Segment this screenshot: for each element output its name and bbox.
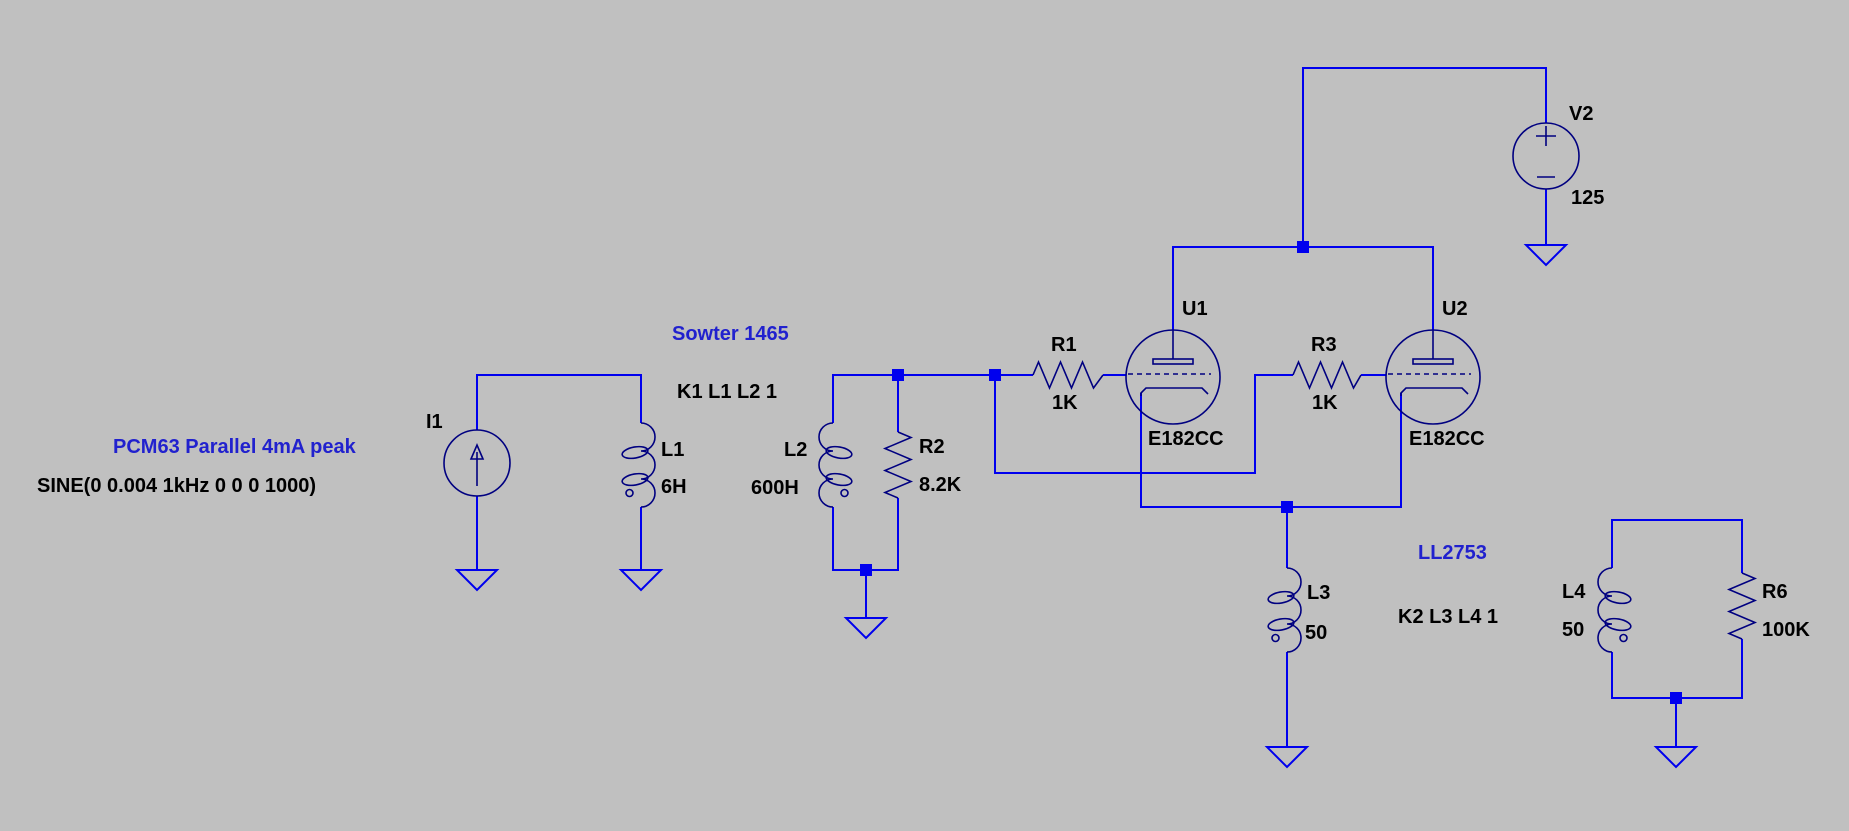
- inductor-l3-symbol[interactable]: [1266, 567, 1302, 653]
- directive-i1-sine[interactable]: SINE(0 0.004 1kHz 0 0 0 1000): [37, 475, 317, 497]
- label-r3-name[interactable]: R3: [1311, 334, 1337, 356]
- ground-symbols: [456, 244, 1697, 768]
- label-l4-value[interactable]: 50: [1562, 619, 1585, 641]
- inductor-l2-symbol[interactable]: [818, 422, 854, 508]
- comment-input-transformer[interactable]: Sowter 1465: [672, 323, 789, 345]
- triode-u1-symbol[interactable]: [1125, 329, 1221, 425]
- label-u2-value[interactable]: E182CC: [1409, 428, 1485, 450]
- label-r6-name[interactable]: R6: [1762, 581, 1788, 603]
- wire-output-bottom-rail[interactable]: [1611, 639, 1743, 699]
- ground-symbol-l1[interactable]: [620, 569, 662, 591]
- label-r3-value[interactable]: 1K: [1312, 392, 1338, 414]
- label-r2-name[interactable]: R2: [919, 436, 945, 458]
- junction-dot: [860, 564, 872, 576]
- wires: [476, 67, 1743, 747]
- junction-dot: [989, 369, 1001, 381]
- wire-output-top-rail[interactable]: [1611, 519, 1743, 573]
- ground-symbol-v2[interactable]: [1525, 244, 1567, 266]
- label-l3-value[interactable]: 50: [1305, 622, 1328, 644]
- comment-input-note[interactable]: PCM63 Parallel 4mA peak: [113, 436, 356, 458]
- directive-k2-coupling[interactable]: K2 L3 L4 1: [1398, 606, 1499, 628]
- wire-plate-rail[interactable]: [1172, 246, 1434, 330]
- wire-grid-feed[interactable]: [994, 374, 1293, 474]
- inductor-l4-symbol[interactable]: [1597, 567, 1633, 653]
- label-u1-value[interactable]: E182CC: [1148, 428, 1224, 450]
- junction-dot: [1670, 692, 1682, 704]
- label-r6-value[interactable]: 100K: [1762, 619, 1810, 641]
- ground-symbol-i1[interactable]: [456, 569, 498, 591]
- label-l2-name[interactable]: L2: [784, 439, 808, 461]
- resistor-r6-symbol[interactable]: [1726, 572, 1758, 640]
- label-l3-name[interactable]: L3: [1307, 582, 1331, 604]
- ground-symbol-output[interactable]: [1655, 746, 1697, 768]
- label-r2-value[interactable]: 8.2K: [919, 474, 962, 496]
- wire-cathode-bus[interactable]: [1140, 393, 1402, 508]
- label-i1-name[interactable]: I1: [426, 411, 443, 433]
- current-source-i1-symbol[interactable]: [443, 429, 511, 497]
- resistor-r3-symbol[interactable]: [1292, 359, 1362, 391]
- junctions: [860, 241, 1682, 704]
- label-l1-name[interactable]: L1: [661, 439, 685, 461]
- junction-dot: [892, 369, 904, 381]
- comment-output-transformer[interactable]: LL2753: [1418, 542, 1487, 564]
- ground-symbol-secondary[interactable]: [845, 617, 887, 639]
- directive-k1-coupling[interactable]: K1 L1 L2 1: [677, 381, 778, 403]
- wire-b-plus-rail[interactable]: [1302, 67, 1547, 247]
- label-l2-value[interactable]: 600H: [751, 477, 799, 499]
- wire-i1-l1-top-rail[interactable]: [476, 374, 642, 430]
- label-u2-name[interactable]: U2: [1442, 298, 1468, 320]
- wire-l2-top-rail[interactable]: [832, 374, 1033, 423]
- label-v2-value[interactable]: 125: [1571, 187, 1605, 209]
- triode-u2-symbol[interactable]: [1385, 329, 1481, 425]
- label-l4-name[interactable]: L4: [1562, 581, 1586, 603]
- wire-l2-r2-bottom[interactable]: [832, 498, 899, 571]
- resistor-r2-symbol[interactable]: [882, 431, 914, 499]
- label-r1-value[interactable]: 1K: [1052, 392, 1078, 414]
- resistor-r1-symbol[interactable]: [1032, 359, 1104, 391]
- junction-dot: [1281, 501, 1293, 513]
- label-l1-value[interactable]: 6H: [661, 476, 687, 498]
- voltage-source-v2-symbol[interactable]: [1512, 122, 1580, 190]
- label-r1-name[interactable]: R1: [1051, 334, 1077, 356]
- label-v2-name[interactable]: V2: [1569, 103, 1594, 125]
- ground-symbol-l3[interactable]: [1266, 746, 1308, 768]
- label-u1-name[interactable]: U1: [1182, 298, 1208, 320]
- inductor-l1-symbol[interactable]: [620, 422, 656, 508]
- junction-dot: [1297, 241, 1309, 253]
